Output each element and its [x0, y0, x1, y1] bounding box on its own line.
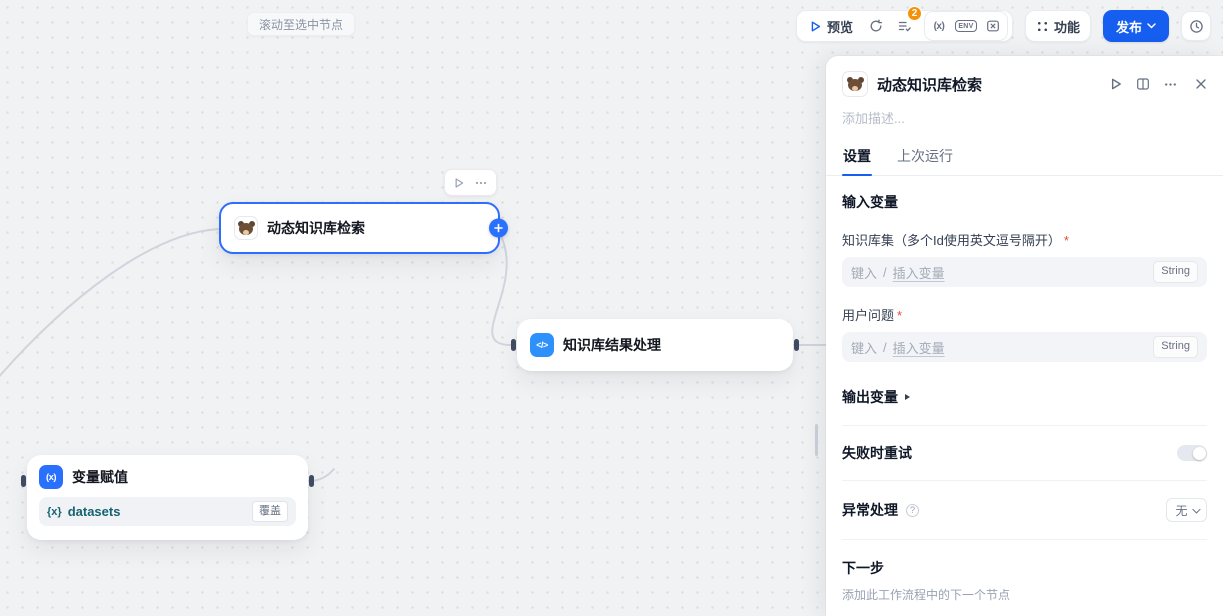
grid-dots-icon [1036, 20, 1049, 33]
clock-icon [1189, 19, 1204, 34]
bear-icon [842, 71, 868, 97]
publish-label: 发布 [1115, 19, 1142, 35]
insert-variable-link[interactable]: 插入变量 [892, 340, 945, 356]
play-icon [809, 20, 822, 33]
node-result-processing[interactable]: </> 知识库结果处理 [511, 319, 799, 371]
field-label-query: 用户问题* [842, 308, 903, 323]
next-step-hint: 添加此工作流程中的下一个节点 [842, 588, 1011, 602]
circular-arrow-icon [869, 19, 883, 33]
checklist-icon [897, 19, 911, 33]
panel-header: 动态知识库检索 [826, 56, 1223, 97]
field-label-datasets: 知识库集（多个Id使用英文逗号隔开）* [842, 233, 1069, 248]
more-icon[interactable] [1163, 77, 1178, 92]
panel-body: 输入变量 知识库集（多个Id使用英文逗号隔开）* 键入 / 插入变量 Strin… [826, 176, 1223, 616]
variable-icon: {x} [47, 505, 62, 518]
env-variables-button[interactable]: ENV [953, 13, 979, 39]
query-input[interactable]: 键入 / 插入变量 String [842, 332, 1207, 362]
placeholder-separator: / [883, 264, 887, 280]
required-mark: * [897, 308, 903, 323]
error-handling-select[interactable]: 无 [1166, 498, 1207, 522]
type-placeholder: 键入 [851, 265, 878, 281]
node-more-icon[interactable] [474, 176, 488, 190]
restart-run-button[interactable] [863, 13, 889, 39]
preview-label: 预览 [826, 19, 853, 35]
node-title: 知识库结果处理 [563, 337, 661, 353]
node-title: 变量赋值 [72, 469, 128, 485]
input-vars-title: 输入变量 [842, 194, 898, 210]
variable-assigner-icon: (x) [39, 465, 63, 489]
bear-icon [234, 216, 258, 240]
output-port[interactable] [794, 339, 799, 351]
node-title: 动态知识库检索 [267, 220, 365, 236]
variables-tools-group: (x) ENV [923, 11, 1008, 41]
insert-variable-link[interactable]: 插入变量 [892, 265, 945, 281]
output-vars-toggle[interactable]: 输出变量 [842, 387, 1207, 426]
required-mark: * [1063, 233, 1069, 248]
collapse-arrow-icon [905, 394, 910, 400]
error-handling-section: 异常处理 ? 无 [842, 481, 1207, 540]
top-toolbar: 预览 2 (x) ENV [795, 6, 1211, 42]
help-icon: ? [906, 503, 919, 517]
chevron-down-icon [1147, 23, 1156, 29]
variables-icon: (x) [933, 20, 945, 32]
publish-button[interactable]: 发布 [1102, 10, 1169, 42]
tab-settings[interactable]: 设置 [842, 136, 872, 176]
node-config-panel: 动态知识库检索 添加描述... 设置 上次运行 输 [826, 56, 1223, 616]
input-port[interactable] [511, 339, 516, 351]
next-step-title: 下一步 [842, 560, 884, 576]
variables-button[interactable]: (x) [926, 13, 952, 39]
checklist-button[interactable]: 2 [891, 6, 922, 39]
code-icon: </> [530, 333, 554, 357]
panel-header-actions [1109, 77, 1207, 92]
node-hover-toolbar [444, 169, 497, 196]
node-variable-assigner[interactable]: (x) 变量赋值 {x} datasets 覆盖 [21, 455, 314, 540]
override-badge: 覆盖 [252, 501, 288, 522]
output-port[interactable] [309, 475, 314, 487]
variable-name: datasets [67, 504, 121, 519]
output-vars-title: 输出变量 [842, 389, 898, 405]
checklist-badge: 2 [906, 6, 922, 21]
version-history-button[interactable] [1181, 11, 1211, 41]
tab-last-run[interactable]: 上次运行 [897, 148, 953, 164]
scroll-tip-label: 滚动至选中节点 [259, 17, 344, 32]
type-badge: String [1153, 336, 1198, 358]
run-tools-group: 预览 2 (x) ENV [795, 6, 1013, 42]
chat-variables-button[interactable] [980, 13, 1006, 39]
datasets-input[interactable]: 键入 / 插入变量 String [842, 257, 1207, 287]
input-port[interactable] [21, 475, 26, 487]
features-label: 功能 [1053, 19, 1080, 35]
placeholder-separator: / [883, 339, 887, 355]
chevron-down-icon [1192, 505, 1200, 514]
retry-section: 失败时重试 [842, 426, 1207, 481]
square-x-icon [986, 19, 1000, 33]
node-header: (x) 变量赋值 [39, 465, 296, 489]
scroll-to-node-tooltip: 滚动至选中节点 [247, 12, 356, 36]
preview-button[interactable]: 预览 [801, 13, 861, 39]
features-button[interactable]: 功能 [1028, 13, 1088, 39]
features-group: 功能 [1024, 10, 1091, 42]
node-play-icon[interactable] [453, 177, 465, 189]
retry-toggle[interactable] [1177, 445, 1207, 461]
retry-title: 失败时重试 [842, 445, 912, 461]
close-icon[interactable] [1195, 78, 1207, 90]
add-next-node-button[interactable] [489, 218, 508, 238]
panel-title: 动态知识库检索 [877, 76, 983, 94]
error-handling-title: 异常处理 [842, 502, 898, 518]
error-handling-value: 无 [1175, 503, 1188, 518]
type-badge: String [1153, 261, 1198, 283]
split-view-icon[interactable] [1136, 77, 1150, 91]
assigned-variable-row[interactable]: {x} datasets 覆盖 [39, 497, 296, 526]
panel-tabs: 设置 上次运行 [826, 136, 1223, 176]
node-knowledge-retrieval[interactable]: 动态知识库检索 [219, 202, 508, 254]
panel-resize-handle[interactable] [815, 424, 818, 456]
type-placeholder: 键入 [851, 340, 878, 356]
run-node-icon[interactable] [1109, 77, 1123, 91]
description-input[interactable]: 添加描述... [842, 111, 905, 126]
env-icon: ENV [954, 20, 978, 32]
